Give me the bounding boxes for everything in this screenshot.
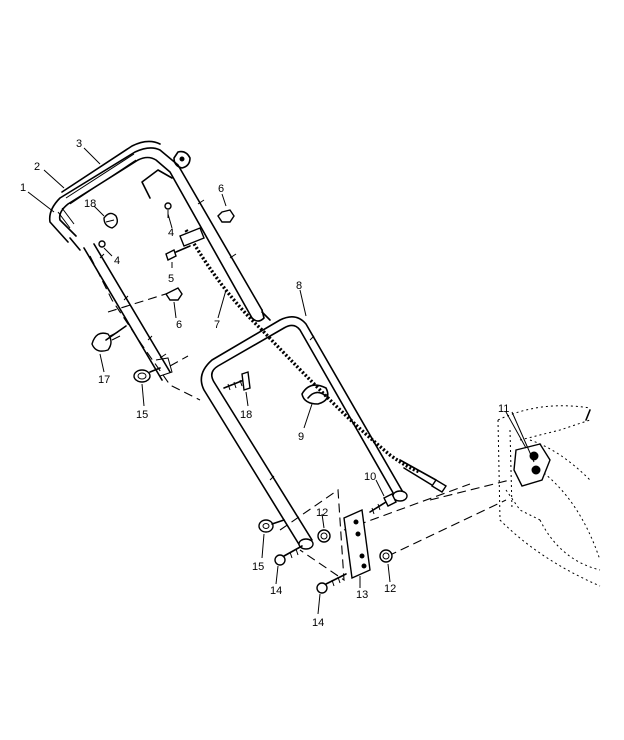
knob-17 — [91, 325, 127, 352]
knob-15-upper — [133, 357, 173, 383]
callout-10: 10 — [364, 471, 376, 483]
nut-6 — [164, 209, 235, 301]
mower-deck — [497, 405, 601, 587]
upper-handle-leg-detail — [99, 199, 237, 359]
knob-15-lower — [258, 519, 285, 533]
callout-1: 1 — [20, 182, 26, 194]
callout-17: 17 — [98, 374, 110, 386]
leader-lines — [27, 147, 535, 615]
callout-9: 9 — [298, 431, 304, 443]
callout-12-right: 12 — [384, 583, 396, 595]
callout-14-left: 14 — [270, 585, 282, 597]
bolt-10 — [369, 493, 397, 515]
callout-14-bottom: 14 — [312, 617, 324, 629]
bolt-4 — [98, 202, 172, 248]
callout-2: 2 — [34, 161, 40, 173]
callout-18-upper: 18 — [84, 198, 96, 210]
callout-15-upper: 15 — [136, 409, 148, 421]
callout-4-right: 4 — [168, 227, 174, 239]
callout-3: 3 — [76, 138, 82, 150]
knob-18-upper — [103, 212, 119, 229]
callout-6-upper: 6 — [218, 183, 224, 195]
plate-13 — [343, 508, 371, 580]
nut-12 — [317, 529, 393, 563]
alignment-lines — [89, 255, 511, 582]
control-cable — [184, 229, 447, 493]
callout-18-lower: 18 — [240, 409, 252, 421]
callout-6-lower: 6 — [176, 319, 182, 331]
callout-8: 8 — [296, 280, 302, 292]
callout-5: 5 — [168, 273, 174, 285]
bolt-14 — [274, 545, 347, 594]
callout-12-left: 12 — [316, 507, 328, 519]
callout-11: 11 — [498, 403, 509, 415]
bracket-5 — [179, 227, 205, 247]
handle-top-bar — [61, 140, 161, 205]
callout-13: 13 — [356, 589, 368, 601]
callout-4-left: 4 — [114, 255, 120, 267]
bolt-5 — [165, 245, 191, 261]
callout-7: 7 — [214, 319, 220, 331]
callout-15-lower: 15 — [252, 561, 264, 573]
callout-labels: 1 2 3 18 4 4 5 6 6 7 8 17 15 18 9 11 10 … — [20, 138, 509, 629]
bolt-18-lower — [223, 371, 251, 391]
lower-handle — [200, 316, 408, 550]
upper-handle — [48, 147, 265, 381]
